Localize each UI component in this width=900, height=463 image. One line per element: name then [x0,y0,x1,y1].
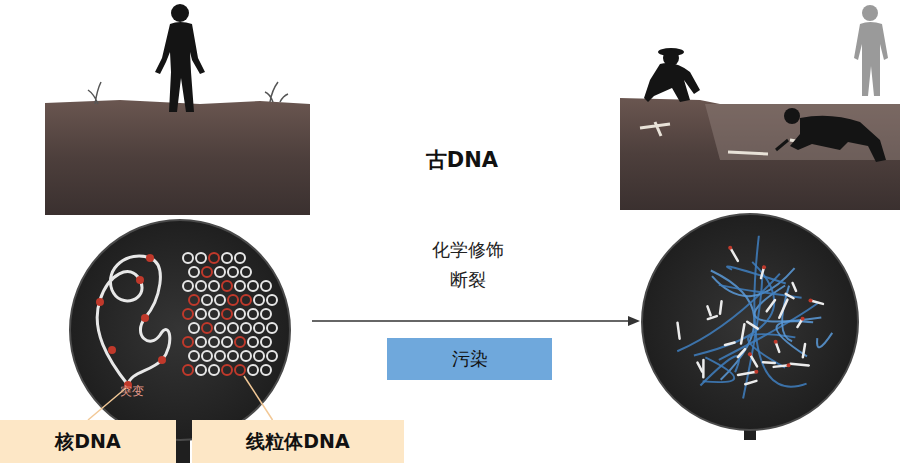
nuclear-dna-box: 核DNA [0,420,176,463]
sample-disc-node: 突变 [70,220,290,440]
mitochondrial-dna [183,253,277,375]
process-arrowhead [628,316,640,326]
archaeologist-kneeling [644,48,700,102]
bones [640,122,802,154]
box-label: 线粒体DNA [246,429,349,455]
leader-line [244,376,273,420]
diagram-title: 古DNA [426,146,498,174]
process-label: 断裂 [450,268,486,292]
mutation-label: 突变 [120,383,144,400]
process-arrow [312,320,632,322]
archaeologist-digging [776,108,886,162]
contamination-box: 污染 [387,338,552,380]
mito-dna-box: 线粒体DNA [192,420,404,463]
box-label: 污染 [452,347,488,371]
process-label: 化学修饰 [432,238,504,262]
soil-left [45,100,310,215]
degraded-fragments [677,236,832,399]
sample-disc-degraded [642,214,858,430]
observer [854,5,888,96]
ancient-human [155,4,205,112]
sample-disc [70,220,290,440]
mutation-dots [96,254,166,389]
nuclear-dna-strand [97,256,170,385]
box-label: 核DNA [55,429,120,455]
soil-right [620,98,900,210]
